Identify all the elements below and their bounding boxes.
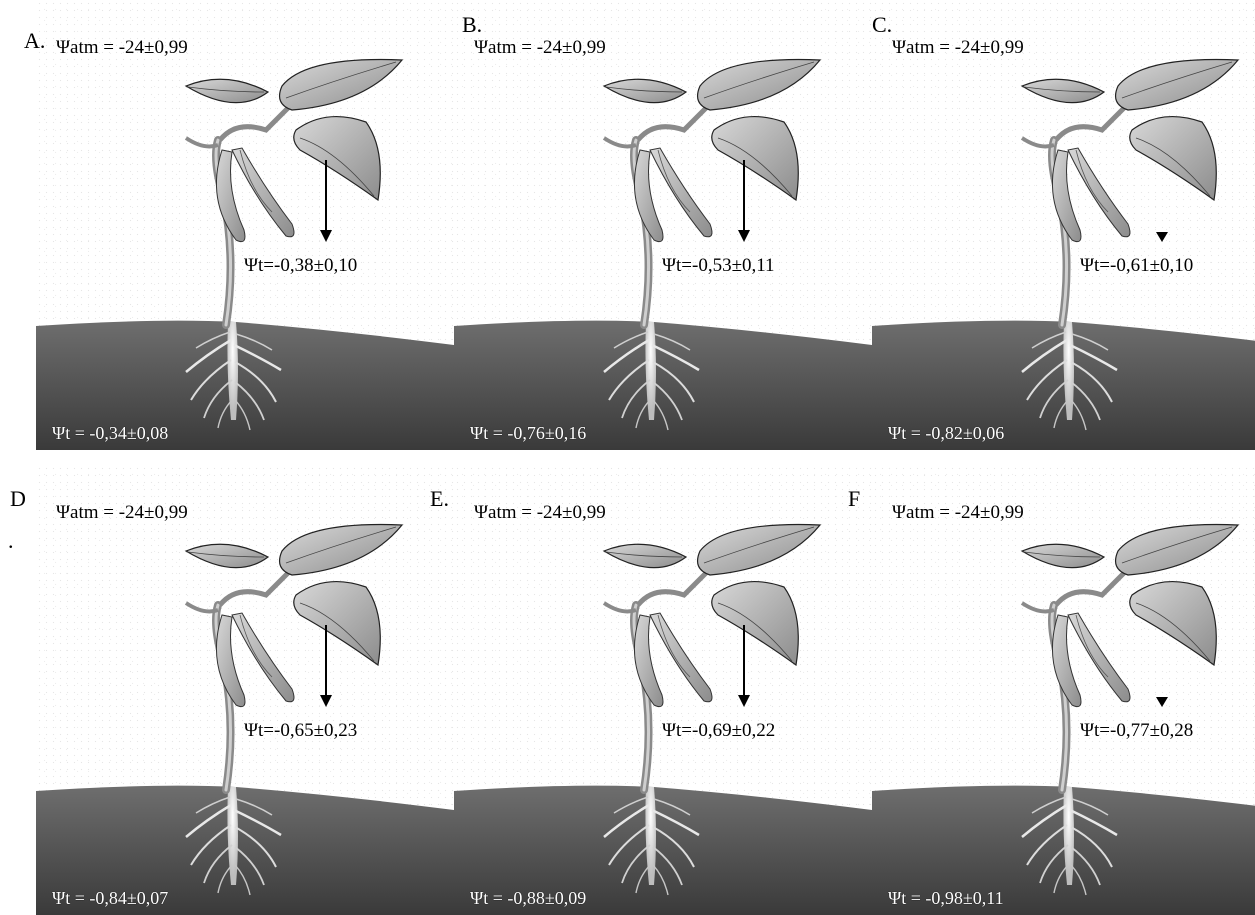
plant-illustration — [872, 0, 1255, 450]
bean-pods — [634, 613, 712, 707]
bean-pods — [1052, 148, 1130, 242]
leaf-potential: Ψt=-0,53±0,11 — [662, 256, 775, 275]
panel-letter-f: F — [848, 488, 860, 510]
panel-letter-c: C. — [872, 14, 892, 36]
soil-potential: Ψt = -0,34±0,08 — [52, 424, 168, 442]
soil-potential: Ψt = -0,88±0,09 — [470, 889, 586, 907]
plant-illustration — [454, 0, 872, 450]
bean-pods — [1052, 613, 1130, 707]
atmosphere-potential: Ψatm = -24±0,99 — [56, 38, 188, 57]
soil-potential: Ψt = -0,76±0,16 — [470, 424, 586, 442]
panel-letter-b: B. — [462, 14, 482, 36]
flow-arrow-icon — [738, 625, 750, 707]
leaf-potential: Ψt=-0,65±0,23 — [244, 721, 357, 740]
flow-arrow-icon — [320, 625, 332, 707]
leaf-potential: Ψt=-0,38±0,10 — [244, 256, 357, 275]
plant-illustration — [454, 465, 872, 915]
plant-illustration — [36, 0, 454, 450]
plant-illustration — [36, 465, 454, 915]
bean-pods — [216, 148, 294, 242]
atmosphere-potential: Ψatm = -24±0,99 — [56, 503, 188, 522]
panel-letter-e: E. — [430, 488, 449, 510]
leaf-potential: Ψt=-0,61±0,10 — [1080, 256, 1193, 275]
bean-pods — [216, 613, 294, 707]
bean-pods — [634, 148, 712, 242]
leaf-potential: Ψt=-0,69±0,22 — [662, 721, 775, 740]
flow-arrow-icon — [320, 160, 332, 242]
soil-potential: Ψt = -0,82±0,06 — [888, 424, 1004, 442]
panel-letter-a: A. — [24, 30, 45, 52]
atmosphere-potential: Ψatm = -24±0,99 — [892, 503, 1024, 522]
panel-d-dot: . — [8, 530, 14, 552]
atmosphere-potential: Ψatm = -24±0,99 — [474, 38, 606, 57]
soil-potential: Ψt = -0,98±0,11 — [888, 889, 1004, 907]
flow-arrow-icon — [738, 160, 750, 242]
leaf-potential: Ψt=-0,77±0,28 — [1080, 721, 1193, 740]
flow-arrowhead-icon — [1156, 232, 1168, 242]
plant-illustration — [872, 465, 1255, 915]
panel-letter-d: D — [10, 488, 26, 510]
flow-arrowhead-icon — [1156, 697, 1168, 707]
atmosphere-potential: Ψatm = -24±0,99 — [892, 38, 1024, 57]
soil-potential: Ψt = -0,84±0,07 — [52, 889, 168, 907]
atmosphere-potential: Ψatm = -24±0,99 — [474, 503, 606, 522]
